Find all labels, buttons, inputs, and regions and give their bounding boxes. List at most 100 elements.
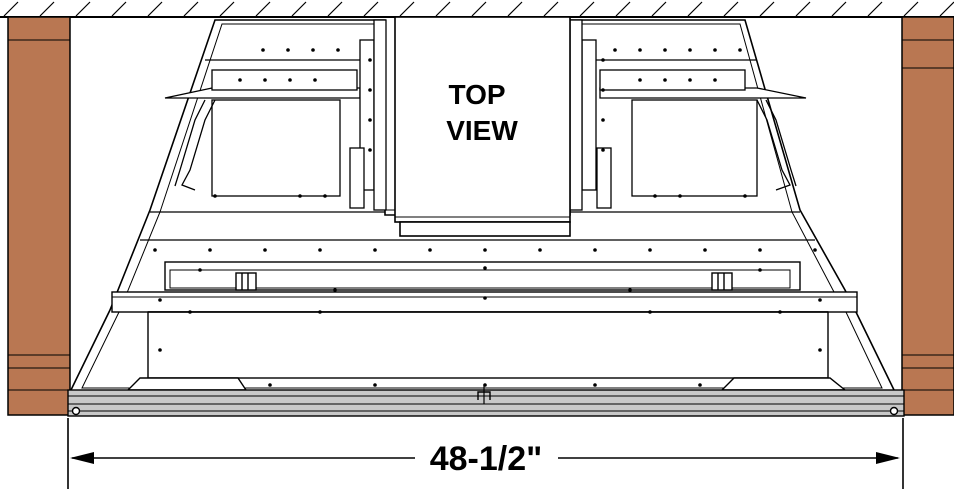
hatch-mark — [615, 1, 631, 17]
hatch-mark — [3, 1, 19, 17]
screw-dot — [663, 48, 667, 52]
hatch-mark — [543, 1, 559, 17]
screw-dot — [238, 78, 242, 82]
left-brick-wall — [7, 16, 71, 416]
hatch-mark — [651, 1, 667, 17]
hatch-mark — [255, 1, 271, 17]
hatch-mark — [471, 1, 487, 17]
hatch-mark — [507, 1, 523, 17]
screw-dot — [368, 148, 372, 152]
screw-dot — [286, 48, 290, 52]
width-dimension-line — [67, 418, 904, 489]
screw-dot — [628, 288, 632, 292]
center-vent-box — [394, 16, 571, 237]
hatch-mark — [327, 1, 343, 17]
right-shelf-bracket — [569, 19, 807, 211]
ceiling-hatch — [0, 1, 954, 18]
hatch-mark — [147, 1, 163, 17]
screw-dot — [208, 248, 212, 252]
screw-dot — [288, 78, 292, 82]
screw-dot — [428, 248, 432, 252]
screw-dot — [593, 248, 597, 252]
screw-dot — [311, 48, 315, 52]
screw-dot — [368, 118, 372, 122]
hatch-mark — [795, 1, 811, 17]
screw-dot — [663, 78, 667, 82]
view-label-view: VIEW — [446, 115, 518, 146]
screw-dot — [648, 248, 652, 252]
hatch-mark — [399, 1, 415, 17]
screw-dot — [373, 248, 377, 252]
hatch-mark — [759, 1, 775, 17]
hatch-mark — [219, 1, 235, 17]
screw-dot — [778, 310, 782, 314]
hatch-mark — [39, 1, 55, 17]
screw-dot — [483, 296, 487, 300]
screw-dot — [698, 383, 702, 387]
screw-dot — [263, 248, 267, 252]
screw-dot — [158, 348, 162, 352]
screw-dot — [368, 88, 372, 92]
upper-band — [140, 59, 815, 241]
lower-frame — [111, 261, 858, 391]
screw-dot — [153, 248, 157, 252]
screw-dot — [758, 268, 762, 272]
hatch-mark — [903, 1, 919, 17]
screw-dot — [298, 194, 302, 198]
screw-dot — [538, 248, 542, 252]
screw-dot — [373, 383, 377, 387]
screw-dot — [638, 48, 642, 52]
hatch-mark — [75, 1, 91, 17]
screw-dot — [818, 348, 822, 352]
left-shelf-bracket — [164, 19, 387, 211]
width-dimension-label: 48-1/2" — [430, 440, 543, 478]
screw-dot — [713, 78, 717, 82]
screw-dot — [743, 194, 747, 198]
screw-dot — [483, 383, 487, 387]
screw-dot — [323, 194, 327, 198]
screw-dot — [638, 78, 642, 82]
hatch-mark — [363, 1, 379, 17]
screw-dot — [336, 48, 340, 52]
screw-dot — [188, 310, 192, 314]
hatch-mark — [291, 1, 307, 17]
screw-dot — [268, 383, 272, 387]
hatch-mark — [723, 1, 739, 17]
screw-dot — [601, 118, 605, 122]
screw-dot — [483, 266, 487, 270]
screw-dot — [333, 288, 337, 292]
screw-dot — [703, 248, 707, 252]
screw-dot — [483, 248, 487, 252]
screw-dot — [613, 48, 617, 52]
hatch-mark — [831, 1, 847, 17]
screw-dot — [758, 248, 762, 252]
right-brick-wall — [901, 16, 954, 416]
screw-dot — [678, 194, 682, 198]
screw-dot — [263, 78, 267, 82]
screw-dot — [738, 48, 742, 52]
screw-dot — [368, 58, 372, 62]
screw-dot — [813, 248, 817, 252]
screw-dot — [318, 248, 322, 252]
screw-dot — [313, 78, 317, 82]
screw-dot — [158, 298, 162, 302]
screw-dot — [261, 48, 265, 52]
screw-dot — [688, 78, 692, 82]
screw-dot — [648, 310, 652, 314]
screw-dot — [713, 48, 717, 52]
hatch-mark — [183, 1, 199, 17]
hatch-mark — [939, 1, 954, 17]
hatch-mark — [111, 1, 127, 17]
screw-dot — [688, 48, 692, 52]
bottom-grill-strip — [67, 385, 905, 417]
screw-dot — [601, 88, 605, 92]
screw-dot — [198, 268, 202, 272]
screw-dot — [593, 383, 597, 387]
hatch-mark — [579, 1, 595, 17]
screw-dot — [601, 58, 605, 62]
hatch-mark — [687, 1, 703, 17]
screw-dot — [213, 194, 217, 198]
screw-dot — [601, 148, 605, 152]
hatch-mark — [867, 1, 883, 17]
screw-dots — [153, 48, 822, 387]
